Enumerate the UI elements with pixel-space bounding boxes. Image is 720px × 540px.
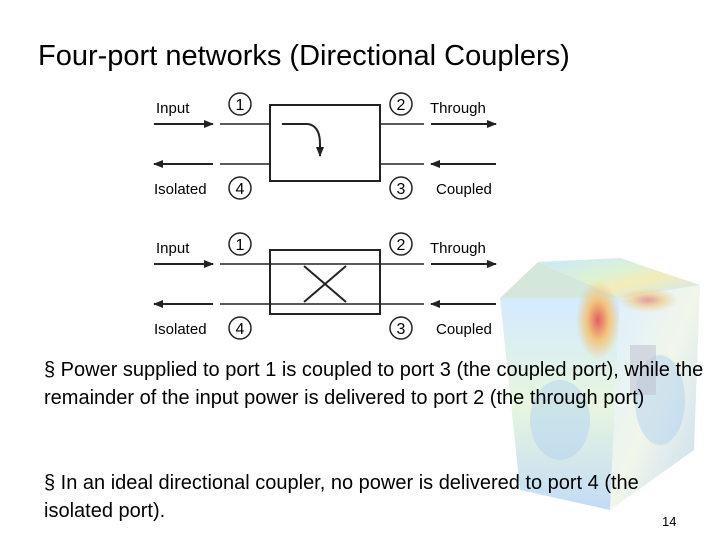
isolated-label: Isolated xyxy=(154,321,207,338)
coupler-box xyxy=(269,249,381,315)
port-3-label: 3 xyxy=(397,181,406,198)
port-1-label: 1 xyxy=(236,237,245,254)
coupling-arrow xyxy=(282,123,324,157)
coupler-diagram-top: 1 2 4 3 Input Through Isolated Coupled xyxy=(153,92,497,200)
port-3-label: 3 xyxy=(397,321,406,338)
bullet-ideal-coupler: § In an ideal directional coupler, no po… xyxy=(44,472,639,522)
input-label: Input xyxy=(156,240,190,257)
bullet-power-coupling: § Power supplied to port 1 is coupled to… xyxy=(44,359,704,409)
cross-line xyxy=(303,265,347,303)
coupled-label: Coupled xyxy=(436,181,492,198)
isolated-label: Isolated xyxy=(154,181,207,198)
port-1-label: 1 xyxy=(236,97,245,114)
port-2-label: 2 xyxy=(397,237,406,254)
page-number: 14 xyxy=(662,514,677,529)
coupler-diagram-bottom: 1 2 4 3 Input Through Isolated Coupled xyxy=(153,232,497,340)
through-label: Through xyxy=(430,240,486,257)
port-4-label: 4 xyxy=(236,321,245,338)
slide-title: Four-port networks (Directional Couplers… xyxy=(38,40,570,72)
through-label: Through xyxy=(430,100,486,117)
port-2-label: 2 xyxy=(397,97,406,114)
port-4-label: 4 xyxy=(236,181,245,198)
input-label: Input xyxy=(156,100,190,117)
coupled-label: Coupled xyxy=(436,321,492,338)
coupler-box xyxy=(269,104,381,182)
